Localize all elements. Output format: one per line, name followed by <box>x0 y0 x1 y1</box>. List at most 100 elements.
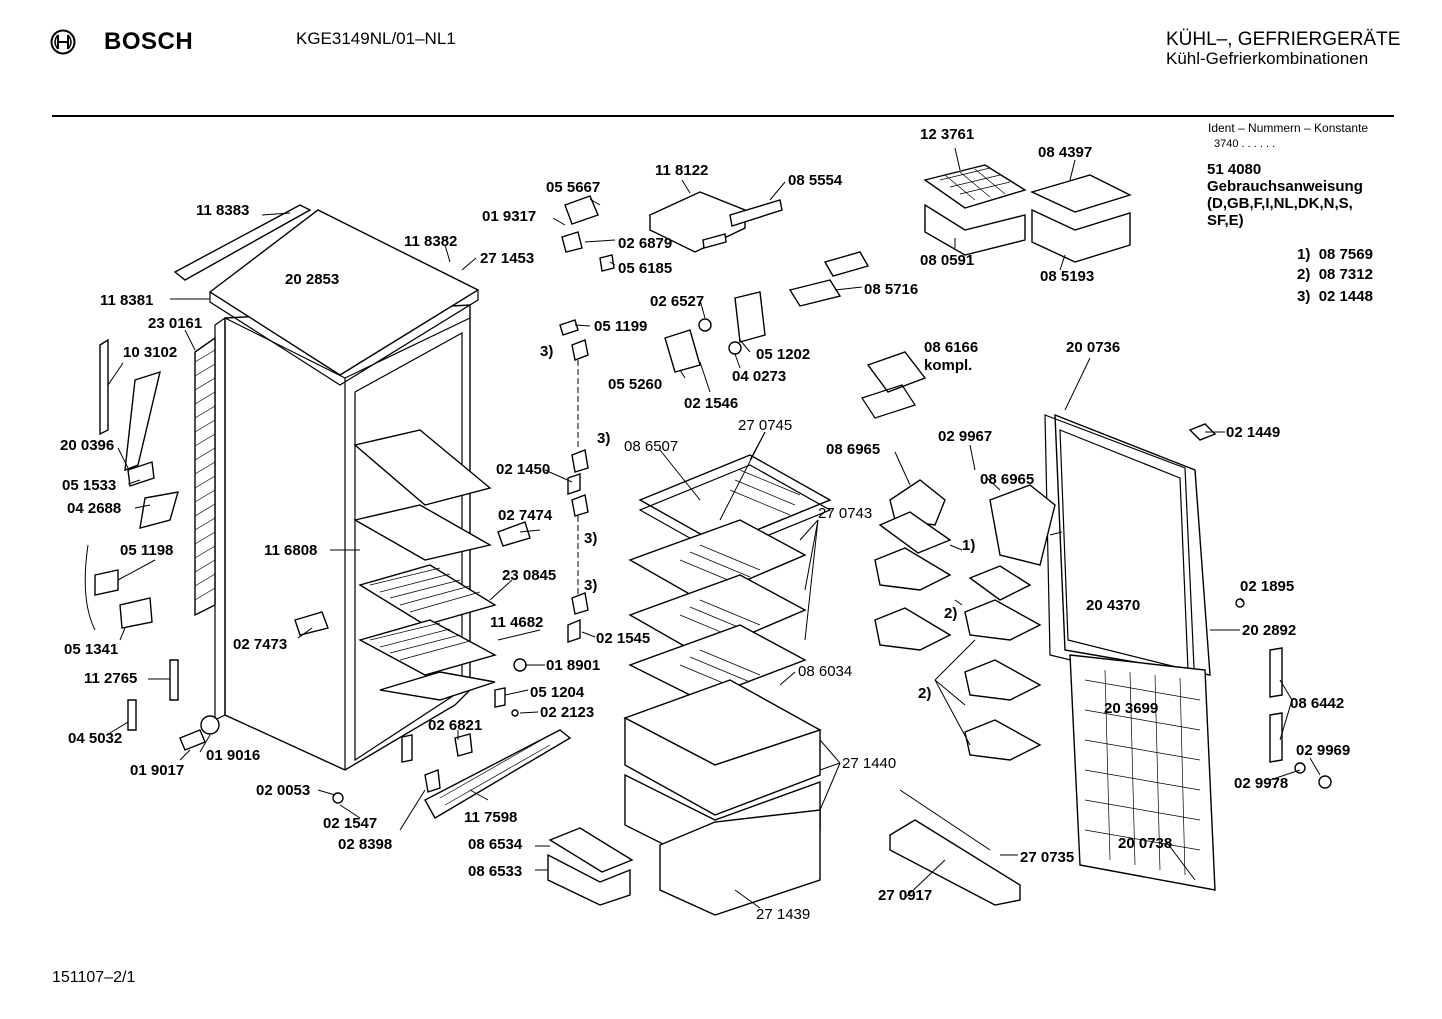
part-label: 08 6507 <box>624 438 679 455</box>
part-label: 08 5554 <box>788 172 843 189</box>
part-label: 02 9967 <box>938 428 993 445</box>
part-label: 08 0591 <box>920 252 975 269</box>
part-label: 02 1450 <box>496 461 551 478</box>
rail-parts <box>559 319 589 643</box>
part-label: 05 6185 <box>618 260 673 277</box>
part-label: 02 1895 <box>1240 578 1295 595</box>
part-label: 27 1439 <box>756 906 811 923</box>
bosch-logo-icon <box>50 29 76 55</box>
part-label: 12 3761 <box>920 126 975 143</box>
part-label: 20 3699 <box>1104 700 1159 717</box>
part-label: 01 9016 <box>206 747 261 764</box>
part-label: 27 0735 <box>1020 849 1075 866</box>
footnote-marker: 3) <box>584 530 598 547</box>
part-label: 05 1204 <box>530 684 585 701</box>
hinge-parts <box>1188 423 1332 789</box>
part-label: 11 8382 <box>404 233 458 250</box>
part-label: 20 0736 <box>1066 339 1121 356</box>
part-label: 08 4397 <box>1038 144 1093 161</box>
part-label: 23 0161 <box>148 315 203 332</box>
top-cover <box>173 204 480 386</box>
left-side-parts <box>84 338 220 751</box>
part-label: 11 6808 <box>264 542 318 559</box>
category-title: KÜHL–, GEFRIERGERÄTE <box>1166 29 1401 50</box>
part-label: 05 1341 <box>64 641 119 658</box>
part-label: 20 2892 <box>1242 622 1297 639</box>
part-label: 08 6442 <box>1290 695 1345 712</box>
part-label: 02 9978 <box>1234 775 1289 792</box>
part-label: 04 0273 <box>732 368 787 385</box>
part-label: 11 2765 <box>84 670 138 687</box>
documentation-languages: (D,GB,F,I,NL,DK,N,S, <box>1207 195 1353 212</box>
category-subtitle: Kühl-Gefrierkombinationen <box>1166 49 1369 68</box>
part-label: 02 8398 <box>338 836 393 853</box>
sheet-code: 151107–2/1 <box>52 969 136 986</box>
bottom-grille-parts <box>294 521 572 819</box>
part-label: 05 1202 <box>756 346 811 363</box>
ident-heading: Ident – Nummern – Konstante <box>1208 121 1369 135</box>
part-label: 02 2123 <box>540 704 595 721</box>
footnote-marker: 3) <box>540 343 554 360</box>
part-label: 08 6965 <box>980 471 1035 488</box>
egg-trays <box>547 827 634 906</box>
part-label: 04 2688 <box>67 500 122 517</box>
documentation-title: Gebrauchsanweisung <box>1207 178 1363 195</box>
door-bins <box>874 479 1056 906</box>
part-label: 11 4682 <box>490 614 544 631</box>
crisper-drawers <box>623 679 822 916</box>
part-label: 02 0053 <box>256 782 311 799</box>
part-label: 02 1547 <box>323 815 378 832</box>
footnote-marker: 2) <box>918 685 932 702</box>
part-label: 05 5667 <box>546 179 601 196</box>
brand-name: BOSCH <box>104 28 194 55</box>
part-label: 20 0396 <box>60 437 115 454</box>
part-label: 02 1545 <box>596 630 651 647</box>
part-label: 01 9317 <box>482 208 537 225</box>
part-label: 01 9017 <box>130 762 185 779</box>
part-label: 11 7598 <box>464 809 518 826</box>
part-label: 11 8122 <box>655 162 709 179</box>
footnote-marker: 3) <box>584 577 598 594</box>
part-label: 27 1440 <box>842 755 897 772</box>
part-label: 11 8383 <box>196 202 250 219</box>
ice-tray-parts <box>861 164 1132 419</box>
part-label: 10 3102 <box>123 344 178 361</box>
part-label: 02 1546 <box>684 395 739 412</box>
part-label: 05 1533 <box>62 477 117 494</box>
part-label: 27 0917 <box>878 887 933 904</box>
part-label: 04 5032 <box>68 730 123 747</box>
part-label: 08 6533 <box>468 863 523 880</box>
part-label: 02 9969 <box>1296 742 1351 759</box>
footnote-2: 2) 08 7312 <box>1297 266 1373 283</box>
part-label: 02 7474 <box>498 507 553 524</box>
documentation-languages-cont: SF,E) <box>1207 212 1244 229</box>
footnote-marker: 1) <box>962 537 976 554</box>
part-label: 08 6166 <box>924 339 979 356</box>
part-label: 05 5260 <box>608 376 663 393</box>
footnote-marker: 3) <box>597 430 611 447</box>
part-label: 02 6879 <box>618 235 673 252</box>
documentation-block: 51 4080 Gebrauchsanweisung (D,GB,F,I,NL,… <box>1207 161 1363 229</box>
part-label: 23 0845 <box>502 567 557 584</box>
part-label: 27 0743 <box>818 505 873 522</box>
footnote-marker: 2) <box>944 605 958 622</box>
leader-lines <box>107 147 1321 909</box>
documentation-number: 51 4080 <box>1207 161 1262 178</box>
part-label: 02 7473 <box>233 636 288 653</box>
part-label: 08 6034 <box>798 663 853 680</box>
cabinet-shelves <box>353 429 497 701</box>
footnote-1: 1) 08 7569 <box>1297 246 1373 263</box>
part-label: 11 8381 <box>100 292 154 309</box>
part-label: 05 1198 <box>120 542 174 559</box>
part-label: kompl. <box>924 357 973 374</box>
part-label: 02 6527 <box>650 293 705 310</box>
footnote-3: 3) 02 1448 <box>1297 288 1373 305</box>
top-center-parts <box>561 191 870 373</box>
door-assembly <box>1044 413 1216 891</box>
model-number: KGE3149NL/01–NL1 <box>296 29 456 48</box>
part-label: 08 5716 <box>864 281 919 298</box>
part-label: 27 1453 <box>480 250 535 267</box>
ident-constant: 3740 . . . . . . <box>1214 138 1276 150</box>
